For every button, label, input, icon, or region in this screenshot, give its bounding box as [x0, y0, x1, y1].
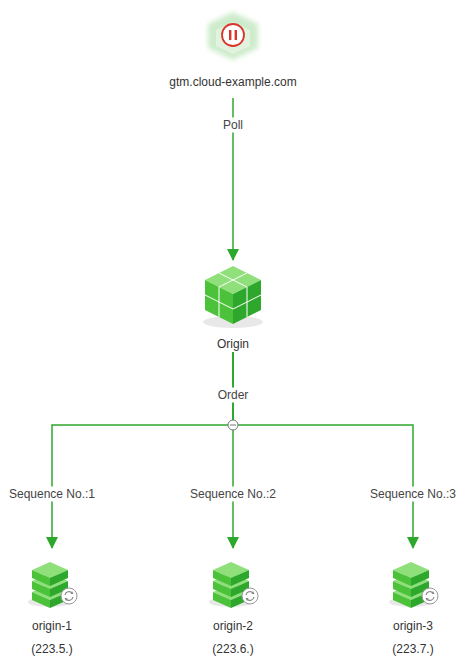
flow-connector	[52, 352, 233, 548]
address-pool-node: Origin	[183, 260, 283, 352]
origin-address-node: origin-2 (223.6.)	[183, 548, 283, 660]
policy-label: Order	[215, 388, 252, 403]
branch-toggle	[228, 420, 238, 430]
node-name: origin-3	[393, 618, 433, 634]
flow-connector	[233, 352, 413, 548]
node-name: origin-2	[213, 618, 253, 634]
node-address: (223.7.)	[392, 641, 433, 657]
gtm-instance-node: gtm.cloud-example.com	[113, 8, 353, 98]
origin-address-node: origin-1 (223.5.)	[2, 548, 102, 660]
edge-label: Poll	[220, 118, 246, 133]
edge-label: Sequence No.:2	[187, 487, 279, 502]
origin-pool-icon	[198, 260, 268, 330]
branch-toggle-minus	[230, 425, 236, 426]
server-icon	[203, 548, 263, 610]
edge-label: Sequence No.:1	[6, 487, 98, 502]
node-address: (223.6.)	[212, 641, 253, 657]
server-icon	[383, 548, 443, 610]
node-name: gtm.cloud-example.com	[169, 74, 296, 90]
node-name: Origin	[217, 336, 249, 352]
node-address: (223.5.)	[31, 641, 72, 657]
origin-address-node: origin-3 (223.7.)	[363, 548, 463, 660]
server-icon	[22, 548, 82, 610]
edge-label: Sequence No.:3	[367, 487, 459, 502]
node-name: origin-1	[32, 618, 72, 634]
gtm-icon	[198, 8, 268, 74]
